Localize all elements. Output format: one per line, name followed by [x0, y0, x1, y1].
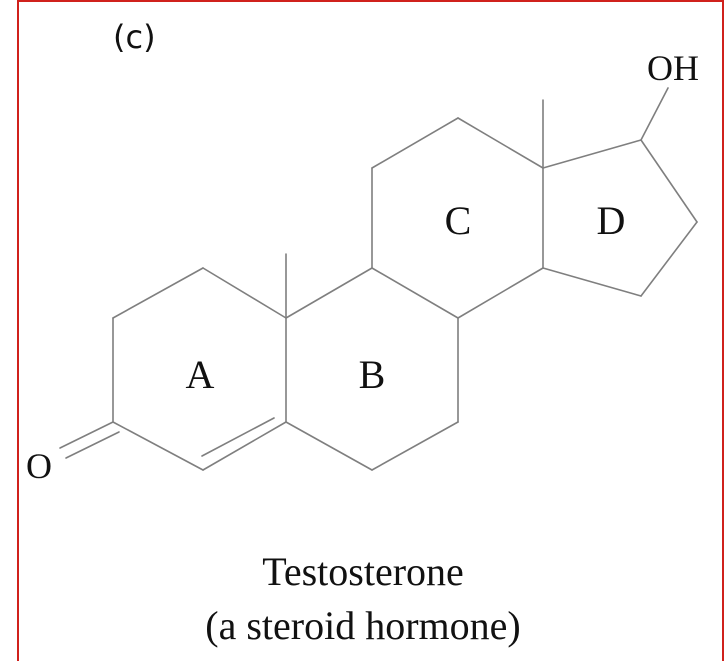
ring-d-bonds — [542, 139, 698, 297]
panel-label: (c) — [113, 18, 156, 56]
ring-b-label: B — [359, 352, 386, 397]
caption-title: Testosterone — [262, 549, 464, 594]
keto-double-bond — [59, 421, 120, 459]
ring-c-bonds — [371, 117, 544, 319]
ring-b-bonds — [285, 267, 459, 471]
figure-frame — [17, 0, 724, 661]
ring-d-label: D — [597, 198, 626, 243]
ring-a-bonds — [112, 267, 287, 471]
caption-subtitle: (a steroid hormone) — [205, 603, 521, 648]
ring-a-label: A — [186, 352, 215, 397]
hydroxyl-label: OH — [647, 48, 699, 88]
oxygen-keto-label: O — [26, 446, 52, 486]
hydroxyl-bond — [640, 87, 669, 141]
ring-c-label: C — [445, 198, 472, 243]
